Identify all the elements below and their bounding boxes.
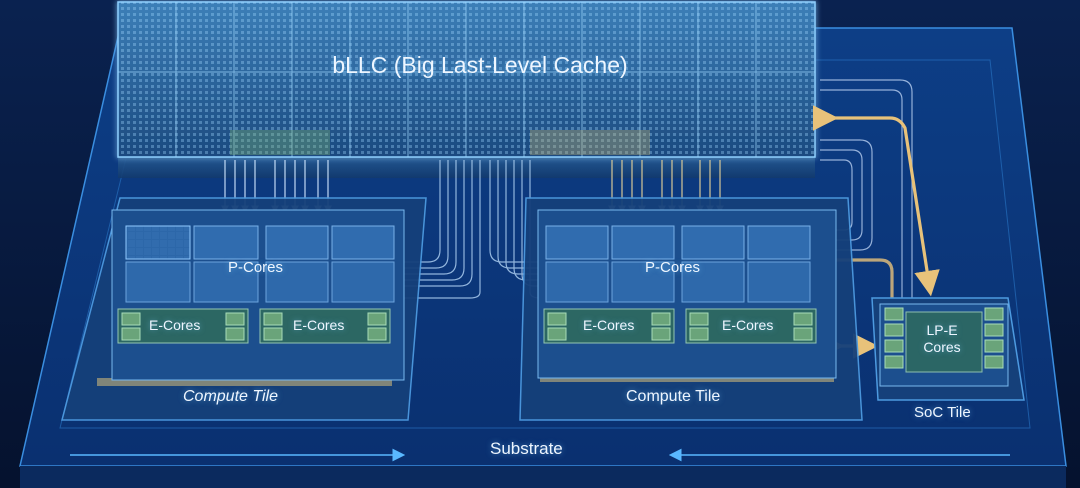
e-cores-right [543, 308, 817, 344]
center-interconnect [396, 160, 548, 302]
e-cores-label-right-2: E-Cores [722, 317, 774, 333]
e-cores-label-left-1: E-Cores [149, 317, 201, 333]
compute-tile-label-left: Compute Tile [183, 388, 279, 405]
substrate-label: Substrate [490, 439, 563, 458]
lp-e-cores-label: LP-E Cores [923, 322, 961, 355]
p-cores-label-left: P-Cores [228, 259, 284, 276]
soc-tile [871, 297, 1025, 401]
e-cores-label-right-1: E-Cores [583, 317, 635, 333]
compute-tile-label-right: Compute Tile [626, 388, 721, 405]
p-cores-label-right: P-Cores [645, 259, 701, 276]
lp-e-cores-blocks [884, 307, 1004, 373]
e-cores-label-left-2: E-Cores [293, 317, 345, 333]
compute-tile-left [61, 197, 427, 421]
e-cores-left [117, 308, 391, 344]
diagram-title: bLLC (Big Last-Level Cache) [332, 52, 628, 78]
compute-tile-right [519, 197, 863, 421]
soc-tile-label: SoC Tile [914, 404, 971, 421]
bllc-cache [117, 1, 816, 178]
p-cores-left [125, 225, 395, 303]
p-cores-right [545, 225, 811, 303]
